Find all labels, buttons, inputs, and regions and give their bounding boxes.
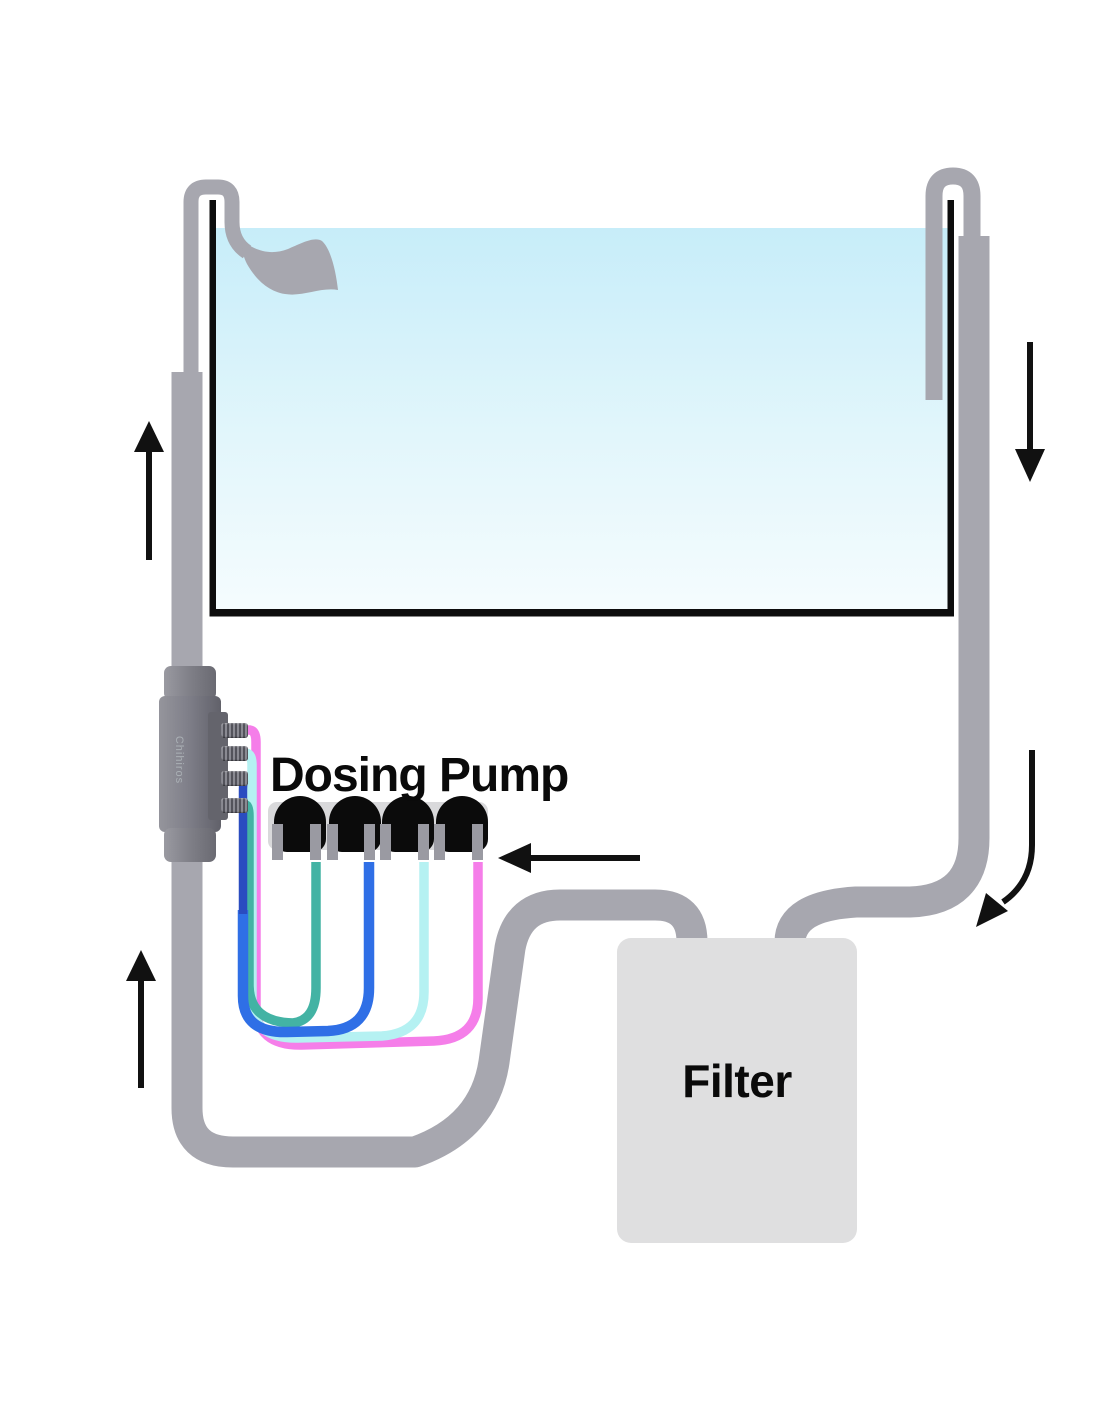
flow-up-left-lower xyxy=(126,950,156,1088)
pump-head-1-stub-left xyxy=(272,824,283,860)
device-top-cap xyxy=(164,666,216,700)
tank-bottom xyxy=(209,609,954,617)
tank-wall-left xyxy=(209,200,216,616)
pump-head-4-stub-left xyxy=(434,824,445,860)
device-port-4 xyxy=(221,798,248,813)
pump-head-2-stub-left xyxy=(327,824,338,860)
dosing-tube-teal xyxy=(243,800,321,1028)
dosing-pump-label: Dosing Pump xyxy=(270,749,569,802)
device-port-2 xyxy=(221,746,248,761)
flow-up-left-upper xyxy=(134,421,164,560)
intake-glass-pipe xyxy=(925,167,981,400)
return-hose xyxy=(171,372,708,1168)
flow-bent-to-filter xyxy=(976,750,1035,927)
pump-head-4-stub-right xyxy=(472,824,483,860)
flow-left-to-pump xyxy=(498,843,640,873)
device-port-3 xyxy=(221,771,248,786)
filter-box xyxy=(617,938,857,1243)
filter-label: Filter xyxy=(682,1055,792,1107)
outflow-glass-pipe xyxy=(183,179,252,380)
pump-head-2-stub-right xyxy=(364,824,375,860)
flow-down-right xyxy=(1015,342,1045,482)
pump-head-3-stub-left xyxy=(380,824,391,860)
tank-wall-right xyxy=(947,200,954,616)
tank-water xyxy=(216,228,948,609)
inline-dosing-device: Chihiros xyxy=(152,666,262,862)
device-port-1 xyxy=(221,723,248,738)
pump-head-3-stub-right xyxy=(418,824,429,860)
pump-head-1-stub-right xyxy=(310,824,321,860)
dosing-tube-blue xyxy=(237,862,375,1038)
device-brand-label: Chihiros xyxy=(173,735,185,785)
device-port-plate xyxy=(208,712,228,820)
outflow-nozzle xyxy=(242,239,338,295)
device-bottom-cap xyxy=(164,828,216,862)
intake-hose xyxy=(774,236,990,958)
